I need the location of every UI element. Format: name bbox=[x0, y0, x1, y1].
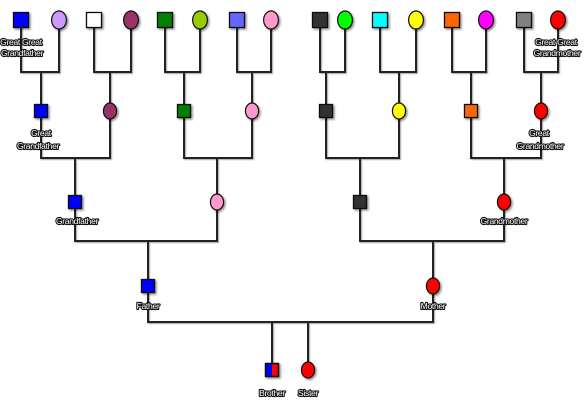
male-square-icon bbox=[176, 103, 192, 119]
label-grandmother: Grandmother bbox=[481, 216, 528, 226]
female-circle-icon bbox=[337, 10, 353, 30]
female-circle-icon bbox=[300, 361, 316, 379]
female-circle-icon bbox=[496, 193, 512, 211]
female-circle-icon bbox=[51, 10, 67, 30]
male-square-icon bbox=[443, 11, 461, 29]
label-grandfather: Grandfather bbox=[56, 216, 99, 226]
female-circle-icon bbox=[192, 10, 208, 30]
male-square-icon bbox=[140, 278, 156, 294]
label-great-great-grandmother: Great Great Grandmother bbox=[534, 37, 581, 58]
female-circle-icon bbox=[102, 102, 118, 120]
male-square-icon bbox=[318, 103, 334, 119]
male-square-icon bbox=[228, 11, 246, 29]
female-circle-icon bbox=[263, 10, 279, 30]
female-circle-icon bbox=[123, 10, 139, 30]
female-circle-icon bbox=[533, 102, 549, 120]
male-square-icon bbox=[33, 103, 49, 119]
label-great-great-grandfather: Great Great Grandfather bbox=[0, 37, 44, 58]
male-square-icon bbox=[463, 103, 479, 119]
male-square-icon bbox=[371, 11, 389, 29]
male-square-icon bbox=[515, 11, 533, 29]
female-circle-icon bbox=[550, 10, 566, 30]
female-circle-icon bbox=[391, 102, 407, 120]
label-father: Father bbox=[137, 301, 160, 311]
female-circle-icon bbox=[408, 10, 424, 30]
label-sister: Sister bbox=[298, 388, 318, 398]
female-circle-icon bbox=[425, 277, 441, 295]
label-mother: Mother bbox=[421, 301, 446, 311]
male-square-icon bbox=[156, 11, 174, 29]
person-nodes bbox=[12, 10, 566, 379]
label-brother: Brother bbox=[259, 388, 285, 398]
label-great-grandfather: Great Grandfather bbox=[17, 128, 60, 151]
female-circle-icon bbox=[478, 10, 494, 30]
generation-labels: Great Great Grandfather Great Great Gran… bbox=[0, 36, 582, 399]
connector-lines bbox=[20, 26, 559, 365]
male-square-icon bbox=[264, 362, 280, 378]
female-circle-icon bbox=[209, 193, 225, 211]
male-square-icon bbox=[352, 194, 368, 210]
female-circle-icon bbox=[244, 102, 260, 120]
male-square-icon bbox=[85, 11, 103, 29]
male-square-icon bbox=[311, 11, 329, 29]
male-square-icon bbox=[67, 194, 83, 210]
male-square-icon bbox=[12, 11, 30, 29]
label-great-grandmother: Great Grandmother bbox=[517, 128, 564, 151]
